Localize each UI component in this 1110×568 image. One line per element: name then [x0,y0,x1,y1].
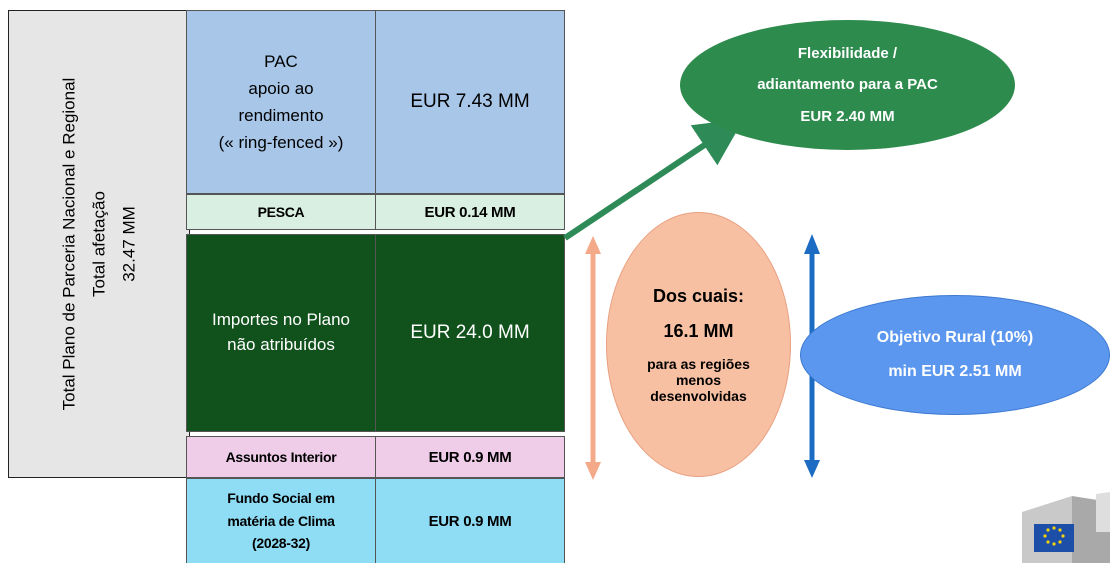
assuntos-amount-cell: EUR 0.9 MM [375,436,565,478]
fundo-label-line1: Fundo Social em [227,490,335,507]
fundo-amount-cell: EUR 0.9 MM [375,478,565,563]
flex-line2: adiantamento para a PAC [757,76,938,94]
eu-flag-icon [1014,492,1110,563]
importes-label-cell: Importes no Plano não atribuídos [186,234,376,432]
dos-cuais-line3: desenvolvidas [650,387,747,404]
pesca-label: PESCA [257,204,305,220]
rural-objective-ellipse: Objetivo Rural (10%) min EUR 2.51 MM [800,295,1110,415]
pac-label-line2: apoio ao [248,78,314,98]
rural-line1: Objetivo Rural (10%) [876,329,1034,347]
importes-label-line2: não atribuídos [227,335,335,354]
total-allocation-box: Total Plano de Parceria Nacional e Regio… [8,10,190,478]
flex-line3: EUR 2.40 MM [800,107,895,125]
fundo-amount: EUR 0.9 MM [428,512,512,530]
orange-double-arrow [585,236,601,480]
rural-line2: min EUR 2.51 MM [888,363,1022,380]
dos-cuais-title: Dos cuais: [652,285,745,306]
pesca-label-cell: PESCA [186,194,376,230]
dos-cuais-line2: menos [675,371,722,388]
pac-amount-cell: EUR 7.43 MM [375,10,565,194]
pac-label-line1: PAC [264,51,298,71]
green-arrow [563,118,744,241]
dos-cuais-line1: para as regiões [647,355,750,372]
assuntos-amount: EUR 0.9 MM [428,448,512,466]
dos-cuais-amount: 16.1 MM [663,320,734,341]
flex-line1: Flexibilidade / [797,44,898,62]
fundo-label-cell: Fundo Social em matéria de Clima (2028-3… [186,478,376,563]
pac-label-line3: rendimento [238,106,324,125]
pesca-amount-cell: EUR 0.14 MM [375,194,565,230]
pac-label-cell: PAC apoio ao rendimento (« ring-fenced »… [186,10,376,194]
pac-label-line4: (« ring-fenced ») [218,133,344,153]
pac-amount: EUR 7.43 MM [410,91,530,112]
assuntos-label: Assuntos Interior [225,449,337,465]
less-developed-regions-ellipse: Dos cuais: 16.1 MM para as regiões menos… [606,212,791,477]
fundo-label-line2: matéria de Clima [227,512,335,529]
flexibility-ellipse: Flexibilidade / adiantamento para a PAC … [680,20,1015,150]
importes-amount-cell: EUR 24.0 MM [375,234,565,432]
european-commission-logo [1014,492,1110,563]
fundo-label-line3: (2028-32) [251,535,310,552]
pesca-amount: EUR 0.14 MM [424,203,516,221]
importes-label-line1: Importes no Plano [212,310,350,330]
importes-amount: EUR 24.0 MM [410,322,530,343]
